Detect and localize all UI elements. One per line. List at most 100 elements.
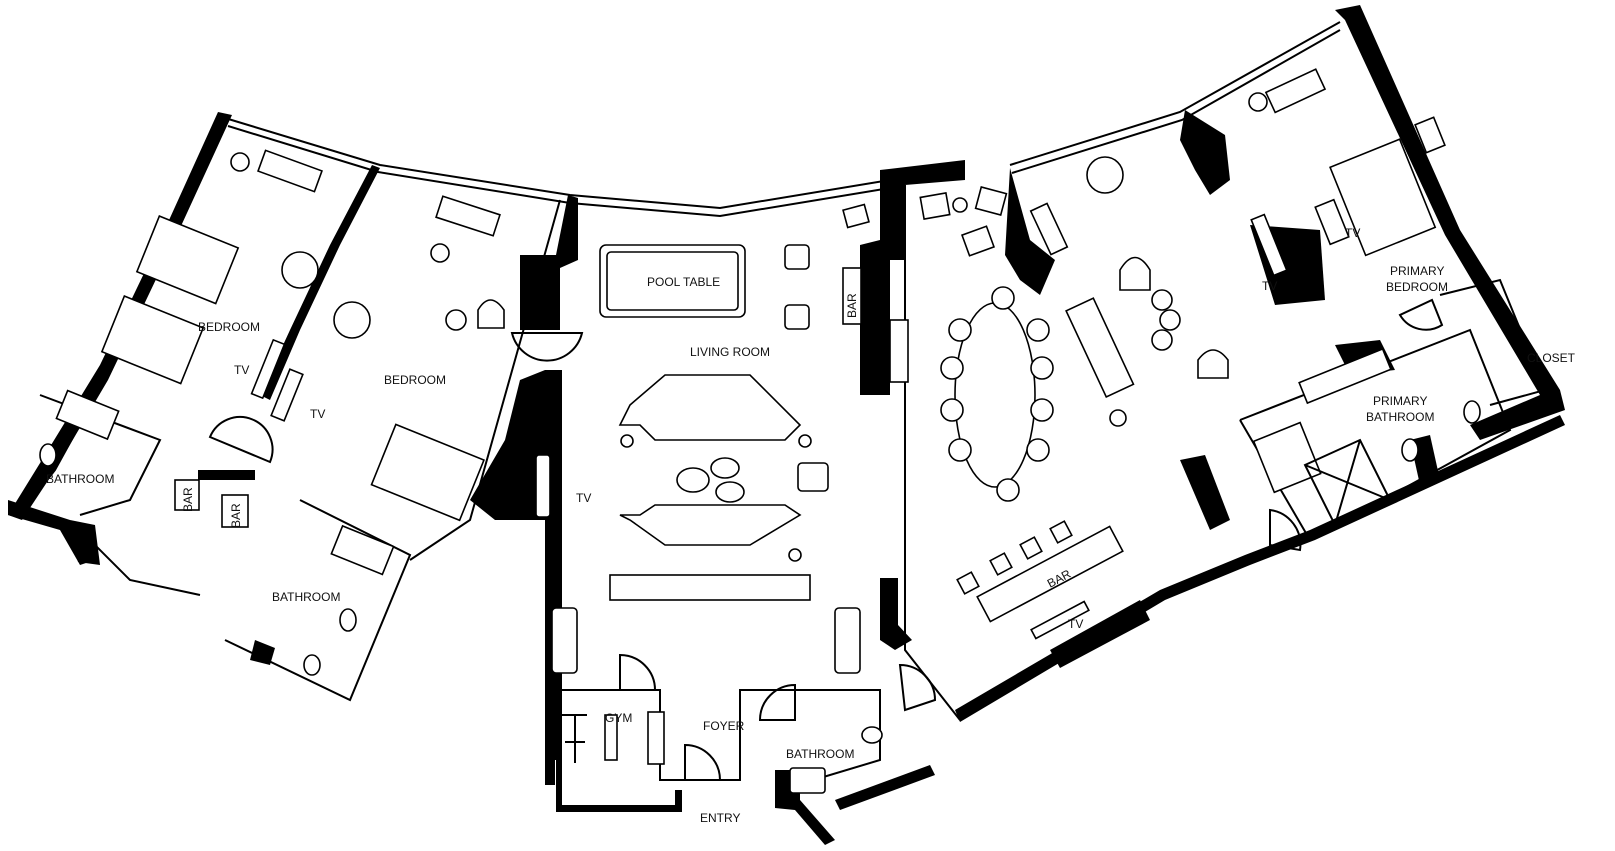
label-primary-bedroom-1: PRIMARY [1390, 264, 1444, 278]
lounge-chair-dining-c [960, 225, 996, 257]
room-labels: BEDROOM BEDROOM BATHROOM BATHROOM BATHRO… [46, 226, 1576, 825]
bar-stool-3 [1019, 536, 1043, 560]
bar-stool-4 [1049, 520, 1073, 544]
sofa-primary [1264, 68, 1327, 114]
sofa-right-lounge [1065, 297, 1135, 398]
window-left-top [224, 117, 891, 210]
sofa-left-bedroom [257, 149, 323, 193]
wall-mid-bath [250, 640, 275, 665]
bar-shelf-living [889, 319, 909, 383]
chair-pool-a [784, 244, 810, 270]
label-bedroom-mid: BEDROOM [384, 373, 446, 387]
label-bar-living: BAR [845, 293, 859, 318]
tv-console-left [250, 338, 286, 400]
chaise-living-left [551, 607, 578, 674]
wall-left-bath [70, 520, 100, 565]
label-tv-dining: TV [1068, 617, 1083, 631]
ottoman-c [715, 481, 745, 503]
tub-left [55, 389, 120, 441]
bar-stool-1 [956, 571, 980, 595]
gym-rack [647, 711, 665, 765]
sectional-top [618, 374, 802, 441]
armchair-right-lounge-b [1197, 349, 1229, 379]
chair-primary-a [1248, 92, 1268, 112]
chair-pool-c [842, 203, 870, 229]
door-swing-living [510, 332, 584, 362]
bar-counter-living [842, 267, 862, 325]
dining-chair-1 [991, 286, 1015, 310]
lamp-living-a [620, 434, 634, 448]
label-tv-primary-right: TV [1345, 226, 1360, 240]
window-right-top-inner [1011, 29, 1341, 174]
ottoman-right-a [1151, 289, 1173, 311]
chair-mid-bedroom-a [430, 243, 450, 263]
left-wing-inner-line [18, 114, 231, 596]
label-bar-left-b: BAR [229, 503, 243, 528]
bed-primary [1329, 138, 1437, 257]
chair-pool-b [784, 304, 810, 330]
tv-primary [1250, 213, 1288, 277]
wall-bar-block-left [198, 470, 255, 480]
tv-dining [1030, 600, 1090, 640]
shower-primary [1303, 438, 1392, 527]
lamp-right-lounge [1109, 409, 1127, 427]
pool-table-inner [606, 251, 739, 311]
wall-living-pier [470, 370, 545, 520]
wall-bar-pier [860, 160, 965, 395]
wall-foyer-bath [835, 765, 935, 810]
interior-lines [18, 114, 1547, 791]
door-swing-primary-bath [1269, 508, 1302, 552]
sink-mid [339, 608, 357, 632]
dining-chair-2 [948, 318, 972, 342]
wall-bar-pier-lower [880, 578, 912, 650]
wall-living-left [520, 195, 578, 330]
table-left-bedroom [281, 251, 319, 289]
bar-counter-dining [976, 525, 1124, 623]
armchair-right-lounge-a [1119, 256, 1151, 291]
label-primary-bathroom-2: BATHROOM [1366, 410, 1434, 424]
tub-mid [330, 524, 395, 576]
wall-right-segment-c [1180, 110, 1230, 195]
chair-left-bedroom-a [230, 152, 250, 172]
wall-right-segment-b [1180, 455, 1230, 530]
nightstand-primary-a [1314, 198, 1350, 246]
sink-foyer-bath [789, 767, 826, 794]
dining-chair-9 [1026, 438, 1050, 462]
tv-console-mid [270, 368, 304, 422]
label-living-room: LIVING ROOM [690, 345, 770, 359]
label-tv-living: TV [576, 491, 591, 505]
vanity-primary [1298, 347, 1392, 405]
bed-left-b [100, 295, 205, 385]
door-swing-primary [1398, 298, 1444, 331]
nightstand-primary-b [1414, 116, 1446, 154]
label-entry: ENTRY [700, 811, 740, 825]
wall-bottom-right [955, 415, 1565, 722]
side-table-dining [952, 197, 968, 213]
lamp-living-b [798, 434, 812, 448]
furniture [39, 68, 1481, 794]
label-bathroom-foyer: BATHROOM [786, 747, 854, 761]
wall-left-wing-outer [8, 112, 232, 520]
bar-stool-2 [989, 552, 1013, 576]
toilet-left [39, 443, 57, 467]
lamp-living-c [788, 548, 802, 562]
wall-mid-divider [260, 165, 380, 400]
wall-right-outer [1335, 5, 1565, 440]
table-right-lounge [1086, 156, 1124, 194]
label-bedroom-left: BEDROOM [198, 320, 260, 334]
label-bathroom-left: BATHROOM [46, 472, 114, 486]
ottoman-right-b [1159, 309, 1181, 331]
dining-chair-4 [940, 356, 964, 380]
label-closet: CLOSET [1527, 351, 1576, 365]
dining-chair-6 [940, 398, 964, 422]
door-swing-dining [898, 663, 937, 712]
gym-bench [604, 714, 618, 761]
side-chair-living [797, 462, 829, 492]
primary-bath-box [1239, 328, 1512, 542]
console-living [609, 574, 811, 601]
wall-bottom-right-thick [1050, 600, 1150, 668]
dining-chair-8 [948, 438, 972, 462]
sofa-mid-bedroom [435, 195, 501, 237]
label-tv-left: TV [234, 363, 249, 377]
